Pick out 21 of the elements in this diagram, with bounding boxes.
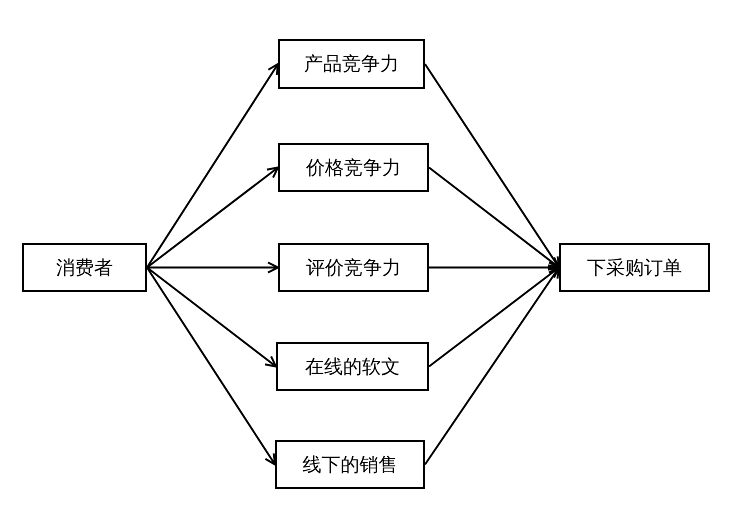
process-box [278, 39, 425, 89]
arrow [146, 266, 277, 368]
box-label: 线下的销售 [302, 452, 398, 478]
box-label: 评价竞争力 [306, 256, 401, 280]
box-label: 下采购订单 [587, 256, 682, 280]
process-box [276, 342, 429, 391]
arrow [146, 266, 276, 466]
arrow [147, 262, 279, 274]
box-label: 价格竞争力 [306, 156, 401, 180]
process-box [278, 243, 429, 292]
box-label: 在线的软文 [305, 354, 400, 380]
arrow [146, 166, 279, 268]
box-label: 消费者 [56, 256, 113, 280]
process-box [22, 243, 147, 292]
arrow [428, 166, 560, 268]
arrow [428, 266, 560, 368]
process-box [559, 243, 710, 292]
arrow [146, 63, 279, 268]
box-label: 产品竞争力 [304, 52, 399, 77]
process-box [278, 143, 429, 192]
process-box [275, 440, 425, 489]
